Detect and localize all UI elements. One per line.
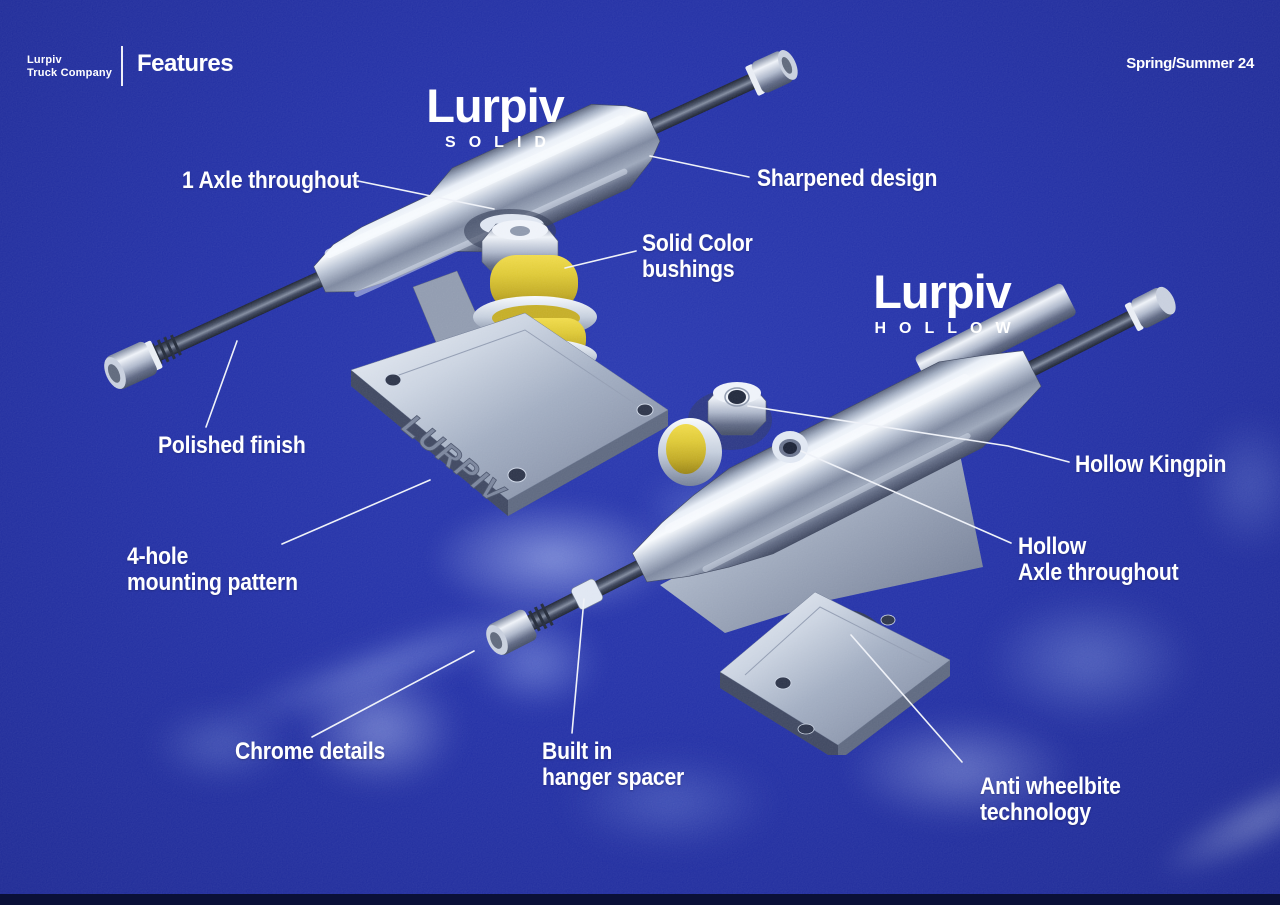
solid-brand-name: Lurpiv (426, 79, 565, 132)
callout-text: Hollow (1018, 533, 1087, 560)
callout-polished-finish: Polished finish (158, 433, 306, 459)
callout-text: Sharpened design (757, 165, 938, 192)
callout-text: hanger spacer (542, 764, 685, 791)
hollow-variant-name: HOLLOW (874, 320, 1024, 337)
hollow-axle-hole (772, 431, 808, 463)
callout-text: bushings (642, 256, 735, 283)
callout-chrome-details: Chrome details (235, 739, 385, 765)
callout-axle-throughout: 1 Axle throughout (182, 168, 359, 194)
callout-hollow-kingpin: Hollow Kingpin (1075, 452, 1226, 478)
callout-text: Solid Color (642, 230, 753, 257)
callout-text: Polished finish (158, 432, 306, 459)
callout-text: 4-hole (127, 543, 189, 570)
solid-variant-name: SOLID (445, 134, 559, 151)
callout-hanger-spacer: Built in hanger spacer (542, 739, 684, 791)
callout-text: Anti wheelbite (980, 773, 1121, 800)
hollow-product-title: Lurpiv HOLLOW (823, 268, 1061, 338)
callout-four-hole: 4-hole mounting pattern (127, 544, 298, 596)
bottom-dark-strip (0, 894, 1280, 905)
reflection-ghost (1143, 741, 1280, 899)
bushing-yellow (666, 424, 706, 474)
callout-anti-wheelbite: Anti wheelbite technology (980, 774, 1121, 826)
callout-sharpened-design: Sharpened design (757, 166, 937, 192)
callout-hollow-axle: Hollow Axle throughout (1018, 533, 1179, 586)
callout-text: mounting pattern (127, 569, 298, 596)
callout-text: Chrome details (235, 738, 386, 765)
callout-text: technology (980, 799, 1091, 826)
callout-text: 1 Axle throughout (182, 167, 359, 194)
header-divider (121, 46, 123, 86)
page-title: Features (137, 50, 234, 77)
solid-product-title: Lurpiv SOLID (375, 82, 615, 152)
company-name-line2: Truck Company (27, 66, 113, 79)
company-name: Lurpiv (27, 54, 62, 66)
callout-solid-bushings: Solid Color bushings (642, 231, 753, 283)
company-logo-text: Lurpiv Truck Company (27, 54, 112, 79)
season-label: Spring/Summer 24 (1126, 55, 1254, 72)
hollow-brand-name: Lurpiv (873, 265, 1012, 318)
callout-text: Built in (542, 738, 613, 765)
callout-text: Hollow Kingpin (1075, 451, 1227, 478)
callout-text: Axle throughout (1018, 559, 1179, 586)
